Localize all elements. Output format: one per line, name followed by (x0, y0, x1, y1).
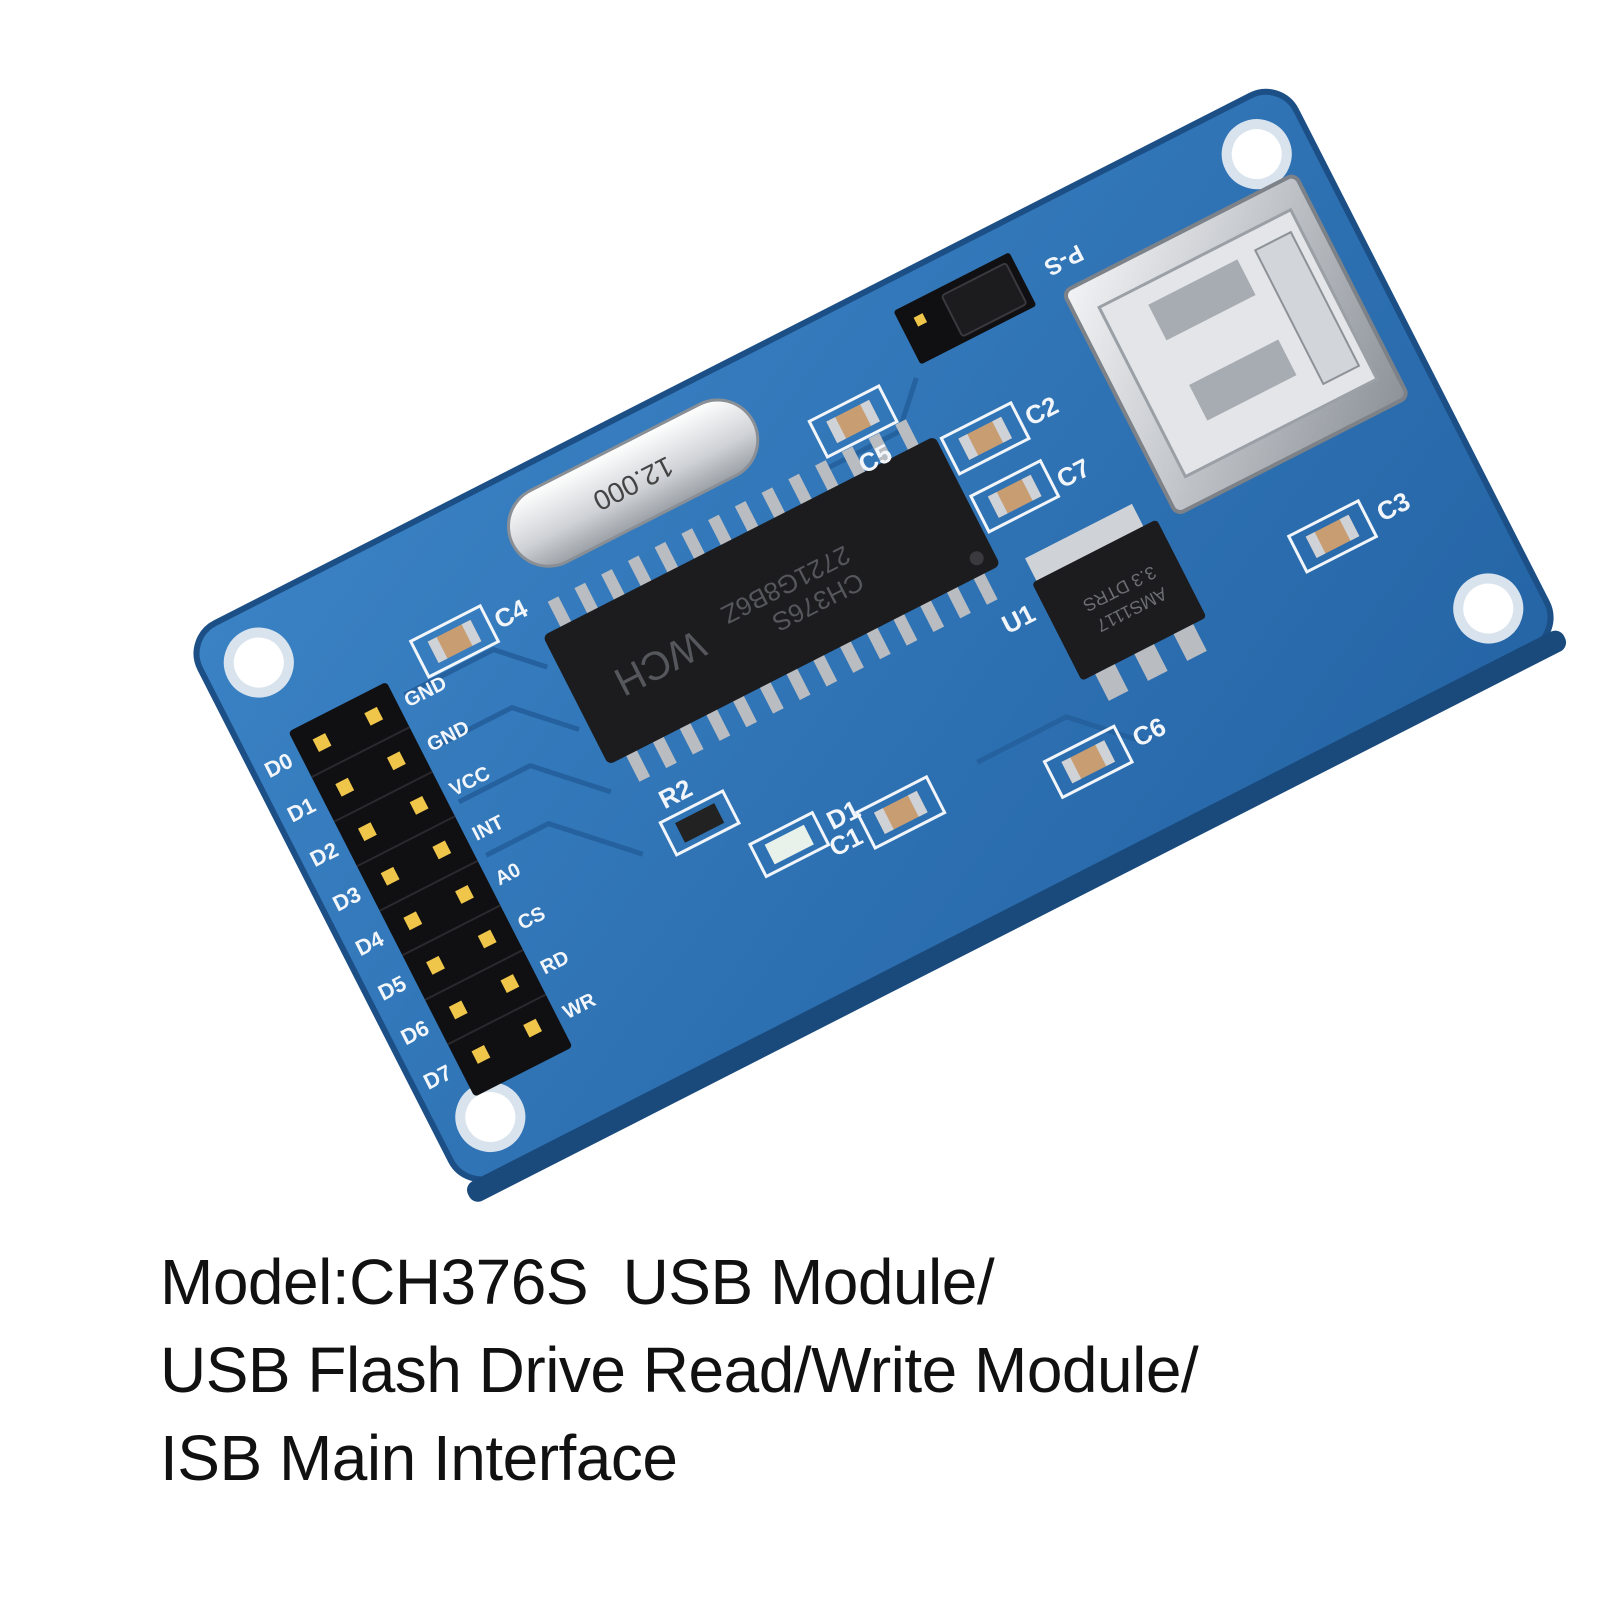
pin-header-16 (289, 683, 572, 1096)
pcb-board: D0 D1 D2 D3 D4 D5 D6 D7 GND GND VCC INT … (193, 88, 1567, 1202)
caption-line-function: USB Flash Drive Read/Write Module/ (160, 1334, 1199, 1406)
usb-a-port (1063, 174, 1408, 514)
caption-line-model: Model:CH376S USB Module/ (160, 1246, 995, 1318)
mounting-hole (1221, 119, 1292, 190)
smd-capacitor-c3 (1286, 498, 1379, 574)
smd-capacitor-c2 (939, 400, 1032, 476)
smd-capacitor-c7 (968, 458, 1061, 534)
smd-resistor-r2 (658, 788, 742, 857)
product-caption: Model:CH376S USB Module/ USB Flash Drive… (160, 1238, 1460, 1502)
crystal-oscillator: 12.000 (506, 398, 760, 568)
copper-traces (403, 377, 1148, 858)
voltage-regulator: AMS1117 3.3 DTRS (1025, 503, 1207, 701)
smd-capacitor-c4 (408, 603, 501, 679)
smd-capacitor-c1 (854, 774, 947, 850)
ch376s-chip: CH376S 2721G8B6Z WCH (544, 419, 999, 782)
mounting-hole (223, 627, 294, 698)
caption-line-interface: ISB Main Interface (160, 1422, 678, 1494)
smd-capacitor-c5 (807, 383, 899, 460)
mounting-hole (1453, 573, 1524, 644)
smd-led-d1 (747, 810, 831, 879)
smd-capacitor-c6 (1042, 724, 1135, 800)
